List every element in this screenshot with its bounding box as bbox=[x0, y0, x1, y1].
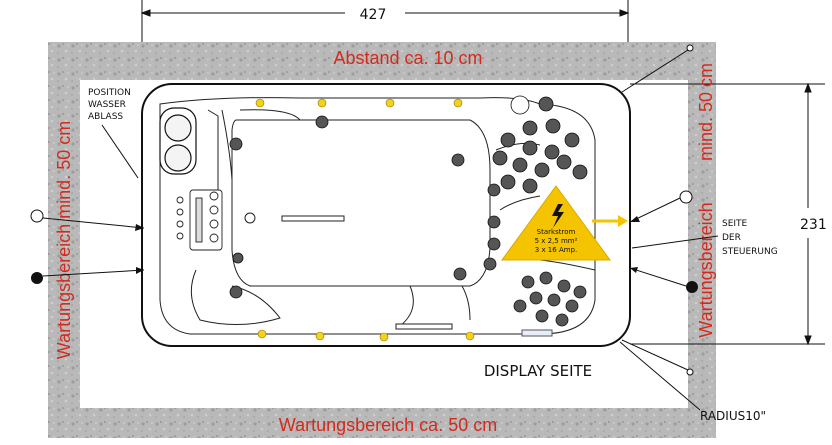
leader-filled-right bbox=[629, 267, 687, 287]
service-left-label: Wartungsbereich mind. 50 cm bbox=[54, 121, 74, 359]
power-warning-line1: 5 x 2,5 mm² bbox=[535, 237, 578, 245]
drain-label-line2: WASSER bbox=[88, 100, 126, 110]
display-side-label: DISPLAY SEITE bbox=[484, 362, 592, 380]
jet-cluster-top-right bbox=[492, 95, 588, 194]
service-point-filled-left bbox=[31, 272, 43, 284]
leader-open-right bbox=[629, 197, 681, 223]
corner-leader-top bbox=[621, 49, 689, 93]
power-warning-title: Starkstrom bbox=[537, 228, 576, 236]
jet-cluster-bottom-right bbox=[513, 271, 587, 327]
display-unit bbox=[521, 329, 553, 337]
service-point-open-left bbox=[30, 209, 44, 223]
drain-leader-line bbox=[101, 124, 139, 179]
width-dimension bbox=[140, 0, 630, 42]
service-right-label-2: Wartungsbereich bbox=[696, 202, 716, 337]
corner-leader-bottom bbox=[621, 339, 689, 371]
filter-slot bbox=[281, 215, 345, 222]
service-bottom-label: Wartungsbereich ca. 50 cm bbox=[279, 415, 497, 435]
width-value: 427 bbox=[360, 7, 387, 23]
radius-leader bbox=[619, 341, 701, 411]
rim-lights-bottom bbox=[257, 329, 475, 342]
control-side-line3: STEUERUNG bbox=[722, 247, 778, 257]
leader-open-left bbox=[42, 217, 145, 229]
spa-outline bbox=[141, 83, 631, 347]
corner-marker-top bbox=[686, 44, 694, 52]
drain-label-line1: POSITION bbox=[88, 88, 131, 98]
radius-label: RADIUS10" bbox=[700, 409, 766, 423]
side-jets bbox=[229, 115, 501, 299]
control-side-line2: DER bbox=[722, 233, 741, 243]
service-right-label: mind. 50 cm bbox=[696, 63, 716, 161]
drain-fitting bbox=[244, 212, 256, 224]
control-side-leader bbox=[631, 235, 719, 249]
drain-label-line3: ABLASS bbox=[88, 112, 123, 122]
headrest-pillows bbox=[159, 107, 197, 175]
corner-marker-bottom bbox=[686, 368, 694, 376]
rim-lights-top bbox=[255, 98, 463, 108]
service-point-open-right bbox=[679, 190, 693, 204]
clearance-top-label: Abstand ca. 10 cm bbox=[333, 48, 482, 68]
power-warning-line2: 3 x 16 Amp. bbox=[535, 246, 577, 254]
power-warning-sign bbox=[501, 185, 628, 261]
depth-dimension bbox=[630, 82, 825, 346]
leader-filled-left bbox=[42, 269, 145, 277]
service-point-filled-right bbox=[686, 281, 698, 293]
depth-value: 231 bbox=[800, 217, 827, 233]
spa-interior bbox=[159, 97, 596, 335]
lightning-icon bbox=[552, 204, 564, 228]
front-skimmer bbox=[395, 323, 453, 330]
control-side-line1: SEITE bbox=[722, 219, 748, 229]
control-panel-left bbox=[176, 189, 223, 251]
